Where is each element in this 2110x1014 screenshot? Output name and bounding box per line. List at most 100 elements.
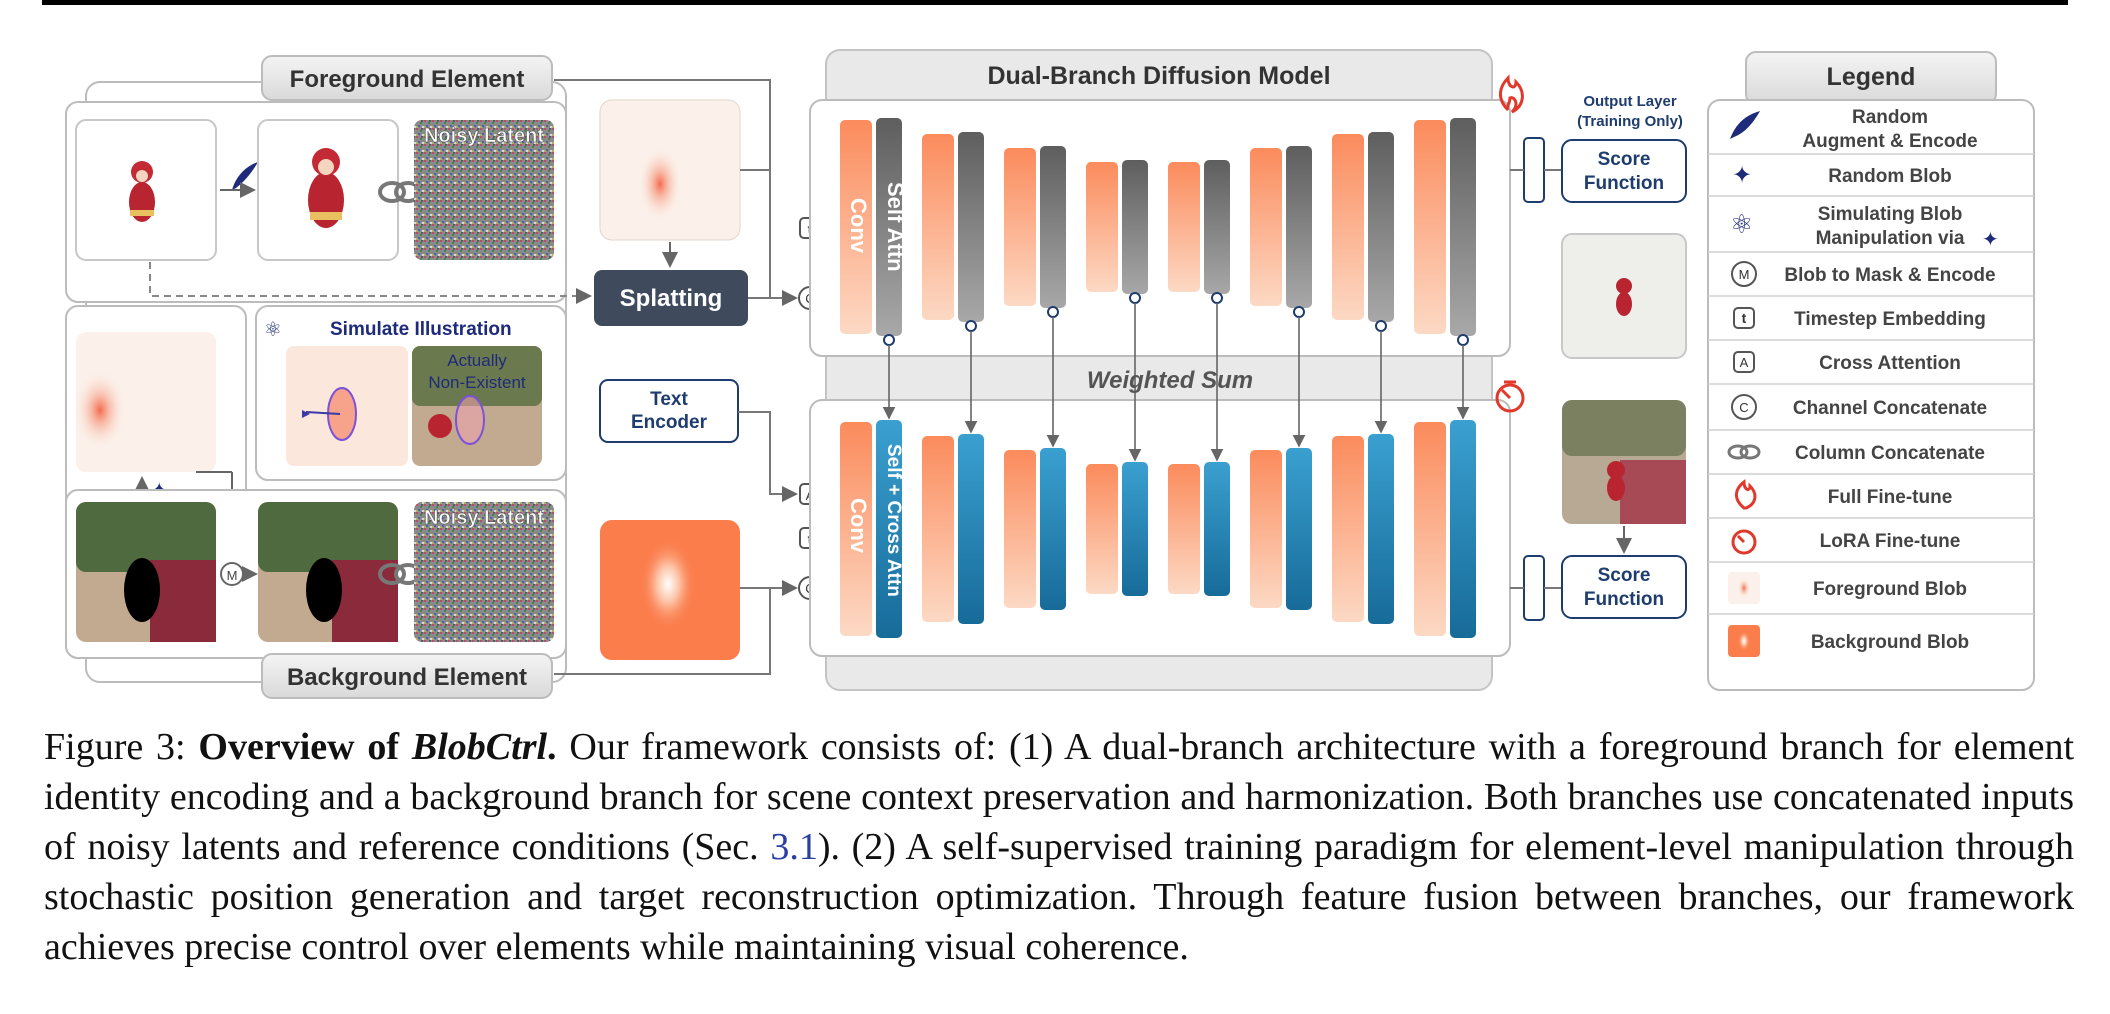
legend-item: LoRA Fine-tune [1708,517,2034,555]
unet-bottom-blocks [840,420,1476,638]
unet-bottom-attn-block [1450,420,1476,638]
background-blob-preview [74,370,126,450]
foreground-augmented-image [257,119,399,261]
unet-top-attn-block [1450,118,1476,336]
legend-title: Legend [1827,63,1916,91]
svg-text:M: M [1739,267,1750,282]
unet-bottom-attn-block [1368,434,1394,624]
legend-item: Foreground Blob [1708,561,2034,604]
svg-text:(Training Only): (Training Only) [1577,113,1683,130]
unet-bottom-attn-block [1286,448,1312,610]
svg-text:Encoder: Encoder [631,412,708,433]
svg-text:Self + Cross Attn: Self + Cross Attn [883,444,904,597]
skip-node [1293,306,1305,318]
atom-icon: ⚛ [1730,209,1753,239]
svg-text:✦: ✦ [1732,162,1752,189]
unet-top-attn-block [1040,146,1066,308]
unet-bottom-conv-block [1414,422,1446,636]
skip-node [965,320,977,332]
skip-node [1457,334,1469,346]
middle-inputs: Splatting Text Encoder t C A t C [149,79,822,675]
legend-item: Column Concatenate [1708,429,2034,464]
legend-item-label: Column Concatenate [1795,443,1985,464]
unet-top-attn-block [876,118,902,336]
svg-text:t: t [1742,310,1747,326]
skip-node [1211,292,1223,304]
background-masked-image [76,502,216,642]
unet-bottom-attn-block [1122,462,1148,596]
unet-top-conv-block [1168,162,1200,292]
flame-icon [1735,478,1757,510]
unet-skip-links [882,292,1470,462]
unet-bottom-attn-block [1204,462,1230,596]
weighted-sum-label: Weighted Sum [1087,367,1253,394]
svg-text:⚛: ⚛ [1730,209,1753,239]
legend-item-label: Cross Attention [1819,353,1961,374]
unet-top-attn-block [958,132,984,322]
unet-bottom-conv-block [1004,450,1036,608]
svg-text:Conv: Conv [846,198,871,254]
sparkle-icon: ✦ [1982,229,1999,251]
svg-text:A: A [1740,355,1749,370]
skip-node [1047,306,1059,318]
unet-top-conv-block [1332,134,1364,320]
svg-text:Actually: Actually [447,351,507,370]
sparkle-icon: ✦ [1732,162,1752,189]
legend-item-label: Manipulation via [1816,228,1965,249]
svg-text:Conv: Conv [846,498,871,554]
unet-top-conv-block [1086,162,1118,292]
model-title: Dual-Branch Diffusion Model [987,62,1330,90]
unet-bottom-conv-block [1086,464,1118,594]
unet-top-attn-block [1368,132,1394,322]
output-foreground-image [1561,233,1687,359]
skip-node [1375,320,1387,332]
background-element-title: Background Element [287,664,527,691]
section-ref-link[interactable]: 3.1 [770,826,818,868]
svg-text:Noisy Latent: Noisy Latent [424,507,544,529]
unet-top-blocks [840,118,1476,336]
svg-text:Function: Function [1584,173,1664,194]
foreground-element-title: Foreground Element [290,66,525,93]
legend-item-label: Timestep Embedding [1794,309,1986,330]
legend-item: ✦Random Blob [1708,153,2034,189]
timer-icon [1731,529,1757,555]
unet-bottom-conv-block [840,422,872,636]
background-blob-icon [1728,625,1760,657]
t-square-icon: t [1733,307,1755,329]
legend-item-label: Channel Concatenate [1793,398,1987,419]
figure-caption: Figure 3: Overview of BlobCtrl. Our fram… [44,726,2074,968]
unet-top-attn-block [1122,160,1148,294]
unet-bottom-attn-block [876,420,902,638]
score-function-bottom [1561,555,1687,619]
atom-icon: ⚛ [264,319,282,341]
svg-text:Text: Text [650,389,688,410]
flame-icon [1499,74,1524,114]
svg-text:Self Attn: Self Attn [883,182,908,272]
svg-text:Output Layer: Output Layer [1583,93,1677,110]
timer-icon [1495,380,1525,413]
noisy-latent-fg: Noisy Latent [414,120,554,260]
background-element-panel: ✦ ⚛ Simulate Illustration Actually Non-E… [65,305,567,699]
unet-top-conv-block [1004,148,1036,306]
unet-top-conv-block [840,120,872,334]
output-section: Output Layer (Training Only) Score Funct… [1510,93,1687,621]
legend-item-label: Simulating Blob [1818,204,1963,225]
skip-node [1129,292,1141,304]
unet-top-conv-block [1414,120,1446,334]
top-rule [42,0,2068,5]
simulate-illustration: ⚛ Simulate Illustration Actually Non-Exi… [255,305,567,481]
a-square-icon: A [1733,351,1755,373]
noisy-latent-bg: Noisy Latent [414,502,554,642]
unet-top-conv-block [922,134,954,320]
unet-bottom-attn-block [1040,448,1066,610]
legend-item: Background Blob [1708,613,2034,657]
svg-text:Score: Score [1598,149,1651,170]
svg-text:Function: Function [1584,589,1664,610]
legend-item: A Cross Attention [1708,339,2034,374]
background-branch [809,399,1511,657]
unet-bottom-conv-block [922,436,954,622]
simulate-title: Simulate Illustration [330,319,512,340]
